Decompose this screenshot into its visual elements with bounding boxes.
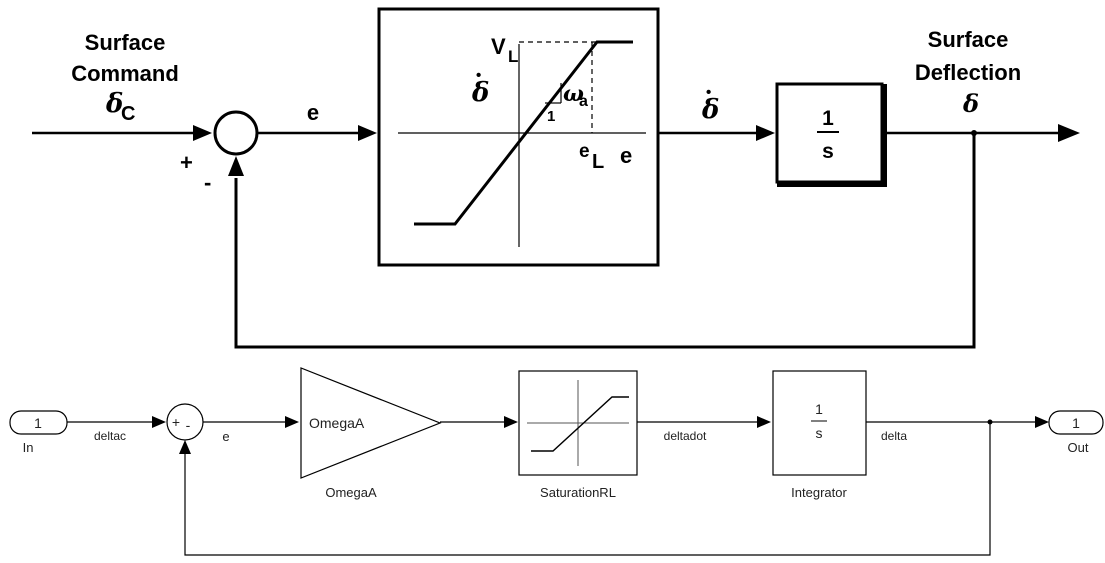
rate-signal-dot: • xyxy=(706,84,711,101)
outport-name: Out xyxy=(1068,440,1089,455)
e-label: e xyxy=(222,429,229,444)
input-arrowhead xyxy=(193,125,212,141)
integrator-block: 1 s xyxy=(775,82,887,187)
el-label: e xyxy=(579,141,590,162)
integrator-simulink-numerator: 1 xyxy=(815,401,823,417)
gain-output-arrowhead xyxy=(504,416,518,428)
gain-block-name: OmegaA xyxy=(325,485,377,500)
slope-run-label: 1 xyxy=(547,108,555,125)
slope-omega-symbol: ω xyxy=(563,81,584,107)
gain-inner-label: OmegaA xyxy=(309,415,365,431)
top-diagram: Surface Command δ C + - e V L δ • xyxy=(32,7,1080,349)
deltadot-arrowhead xyxy=(757,416,771,428)
feedback-arrowhead xyxy=(228,156,244,176)
integrator-numerator: 1 xyxy=(822,107,834,130)
inport-number: 1 xyxy=(34,415,42,431)
rate-limit-block: V L δ • ω a 1 e L e xyxy=(377,7,660,267)
output-label-line1: Surface xyxy=(928,27,1009,52)
summing-junction xyxy=(213,110,259,156)
saturation-curve xyxy=(414,40,633,226)
error-arrowhead xyxy=(358,125,377,141)
output-label-line2: Deflection xyxy=(915,60,1021,85)
input-label-subscript: C xyxy=(121,103,135,125)
integrator-simulink-name: Integrator xyxy=(791,485,847,500)
slope-omega-subscript: a xyxy=(579,93,588,110)
output-arrowhead xyxy=(1058,124,1080,142)
delta-arrowhead xyxy=(1035,416,1049,428)
sum-block-plus: + xyxy=(172,414,180,430)
rate-signal-symbol: δ xyxy=(701,95,719,125)
plot-delta-symbol: δ xyxy=(471,78,489,108)
plot-x-axis-label: e xyxy=(620,143,632,168)
sum-minus-sign: - xyxy=(204,170,211,195)
feedback-path xyxy=(234,133,976,349)
input-label-line2: Command xyxy=(71,61,179,86)
error-signal-label: e xyxy=(307,100,319,125)
sum-block-minus: - xyxy=(186,417,191,433)
simulink-feedback-path xyxy=(184,422,991,556)
el-subscript: L xyxy=(592,151,604,173)
deltadot-label: deltadot xyxy=(664,429,707,443)
integrator-block-frame xyxy=(775,82,884,184)
inport-name: In xyxy=(23,440,34,455)
gain-block xyxy=(300,367,442,479)
vl-label: V xyxy=(491,34,506,59)
bottom-diagram: 1 In deltac + - e OmegaA OmegaA Saturati… xyxy=(9,367,1104,556)
delta-label: delta xyxy=(881,429,907,443)
saturation-block-name: SaturationRL xyxy=(540,485,616,500)
integrator-denominator: s xyxy=(822,140,834,163)
rate-arrowhead xyxy=(756,125,775,141)
e-arrowhead xyxy=(285,416,299,428)
input-label-symbol: δ xyxy=(105,89,123,119)
plot-delta-dot: • xyxy=(476,67,481,84)
integrator-simulink-denominator: s xyxy=(816,425,823,441)
deltac-arrowhead xyxy=(152,416,166,428)
outport-block xyxy=(1048,410,1104,435)
rate-limit-block-frame xyxy=(377,7,660,267)
vl-subscript: L xyxy=(508,47,518,66)
simulink-feedback-arrowhead xyxy=(179,440,191,454)
outport-number: 1 xyxy=(1072,415,1080,431)
output-label-symbol: δ xyxy=(962,89,979,118)
deltac-label: deltac xyxy=(94,429,126,443)
saturation-icon-curve xyxy=(531,396,629,452)
integrator-block-simulink xyxy=(772,370,867,476)
input-label-line1: Surface xyxy=(85,30,166,55)
sum-plus-sign: + xyxy=(180,150,193,175)
